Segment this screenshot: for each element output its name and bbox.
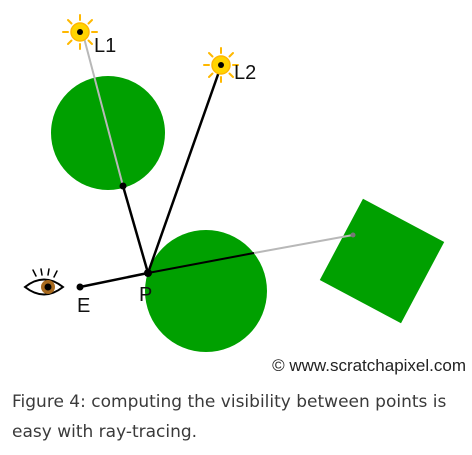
eye-icon (23, 268, 65, 296)
visibility-diagram: L1 L2 E P © www.scratchapixel.com (23, 14, 466, 375)
square-object (319, 198, 445, 324)
top-sphere (51, 76, 165, 190)
label-l1: L1 (94, 35, 116, 57)
shadow-ray-l2 (146, 65, 223, 274)
intersection-point-square (350, 232, 356, 238)
label-e: E (77, 295, 90, 317)
figure-caption: Figure 4: computing the visibility betwe… (12, 392, 447, 442)
visibility-ray-gray (253, 234, 354, 254)
shadow-ray-l1-occluded (82, 33, 124, 187)
sun-icon (62, 14, 98, 50)
label-p: P (139, 284, 152, 306)
eye-point (76, 283, 84, 291)
primary-ray (79, 271, 149, 289)
visibility-ray (147, 252, 255, 274)
credit-text: © www.scratchapixel.com (272, 356, 466, 375)
label-l2: L2 (234, 62, 256, 84)
center-sphere (145, 230, 267, 352)
sun-icon (203, 47, 239, 83)
intersection-point-l1 (119, 182, 127, 190)
shadow-ray-l1 (121, 185, 150, 274)
point-p (144, 269, 152, 277)
